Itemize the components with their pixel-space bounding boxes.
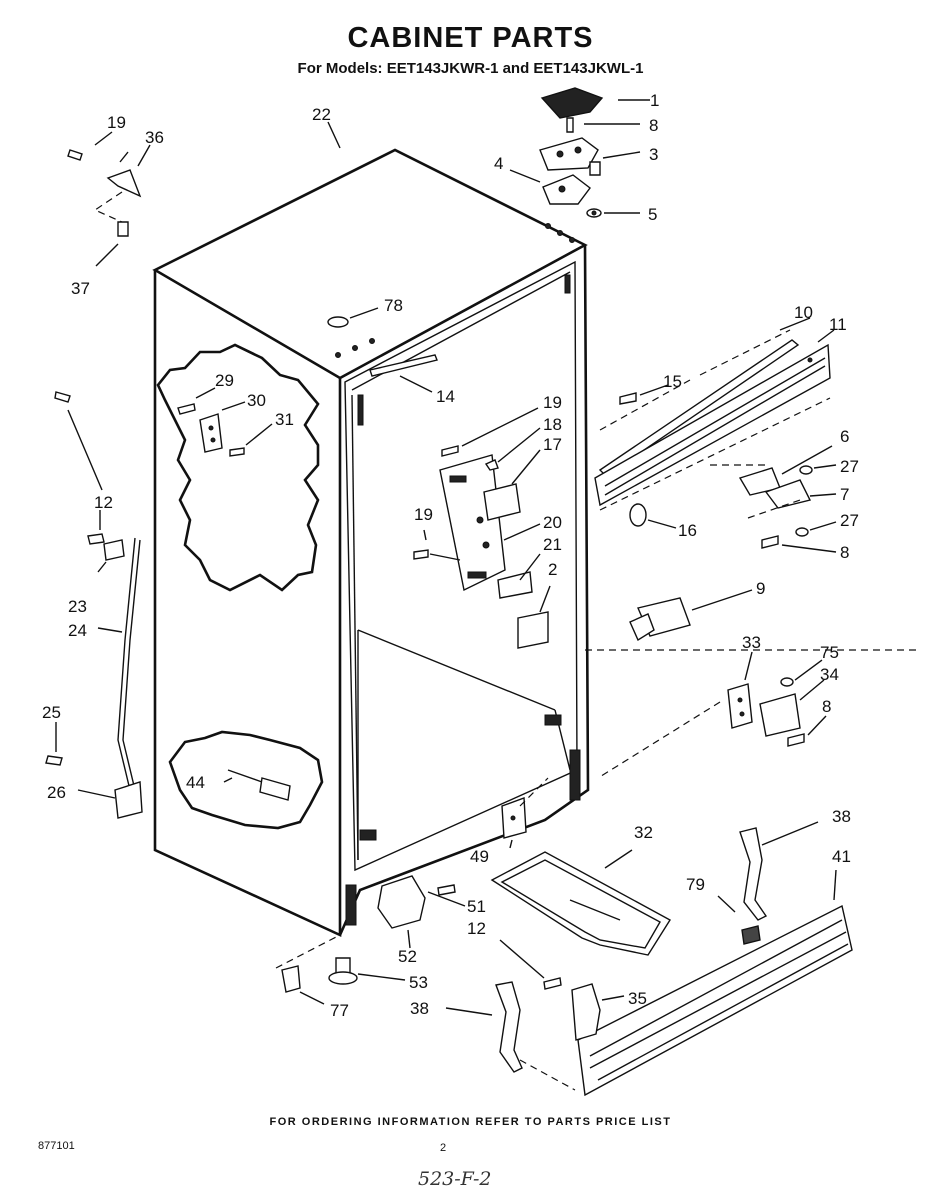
- cabinet-trim: [369, 354, 438, 377]
- callout-35: 35: [628, 989, 647, 1008]
- callout-10: 10: [794, 303, 813, 322]
- callout-26: 26: [47, 783, 66, 802]
- callout-18: 18: [543, 415, 562, 434]
- callout-33: 33: [742, 633, 761, 652]
- callout-51: 51: [467, 897, 486, 916]
- callout-1: 1: [650, 91, 659, 110]
- grille-assembly: [445, 821, 853, 1097]
- callout-labels: 1 8 3 4 5 19 36 37 22 78 29 30 31 14 10 …: [42, 91, 859, 1020]
- callout-41: 41: [832, 847, 851, 866]
- centre-bracket-group: [413, 407, 551, 649]
- callout-15: 15: [663, 372, 682, 391]
- callout-12: 12: [94, 493, 113, 512]
- callout-53: 53: [409, 973, 428, 992]
- bottom-front-parts: [275, 777, 549, 1005]
- top-hinge-assembly: [509, 87, 650, 218]
- callout-78: 78: [384, 296, 403, 315]
- ordering-footer-note: FOR ORDERING INFORMATION REFER TO PARTS …: [269, 1116, 672, 1128]
- callout-16: 16: [678, 521, 697, 540]
- callout-75: 75: [820, 643, 839, 662]
- callout-30: 30: [247, 391, 266, 410]
- callout-22: 22: [312, 105, 331, 124]
- top-hinge: [539, 137, 599, 171]
- callout-27: 27: [840, 457, 859, 476]
- handwritten-note: 523-F-2: [418, 1168, 492, 1190]
- drain-bracket-group: [67, 131, 151, 267]
- lock-cylinder: [629, 589, 753, 642]
- callout-4: 4: [494, 154, 503, 173]
- page-number: 2: [440, 1142, 447, 1154]
- callout-37: 37: [71, 279, 90, 298]
- callout-2: 2: [548, 560, 557, 579]
- door-rails: [594, 317, 835, 529]
- page-title: CABINET PARTS: [347, 22, 594, 54]
- callout-14: 14: [436, 387, 455, 406]
- callout-29: 29: [215, 371, 234, 390]
- hinge-screw: [566, 117, 574, 133]
- toe-grille: [577, 904, 853, 1097]
- callout-21: 21: [543, 535, 562, 554]
- model-subtitle: For Models: EET143JKWR-1 and EET143JKWL-…: [297, 60, 644, 77]
- callout-3: 3: [649, 145, 658, 164]
- callout-19: 19: [543, 393, 562, 412]
- callout-11: 11: [829, 315, 847, 334]
- hinge-shim: [542, 174, 591, 205]
- callout-8: 8: [822, 697, 831, 716]
- hinge-cover-cap: [540, 87, 604, 119]
- drain-pan: [490, 849, 671, 956]
- callout-36: 36: [145, 128, 164, 147]
- callout-12: 12: [467, 919, 486, 938]
- callout-9: 9: [756, 579, 765, 598]
- cutaway-connector: [223, 769, 291, 801]
- callout-38: 38: [410, 999, 429, 1018]
- callout-8: 8: [649, 116, 658, 135]
- door-bumper: [629, 503, 647, 527]
- callout-24: 24: [68, 621, 87, 640]
- callout-27: 27: [840, 511, 859, 530]
- callout-23: 23: [68, 597, 87, 616]
- middle-hinge-assembly: [710, 445, 837, 553]
- callout-79: 79: [686, 875, 705, 894]
- cabinet-body: [152, 148, 920, 938]
- callout-25: 25: [42, 703, 61, 722]
- callout-20: 20: [543, 513, 562, 532]
- bottom-hinge-assembly: [597, 651, 827, 779]
- callout-31: 31: [275, 410, 294, 429]
- callout-6: 6: [840, 427, 849, 446]
- insulation-cutaway-upper: [156, 343, 320, 592]
- power-cord-group: [45, 391, 143, 819]
- callout-5: 5: [648, 205, 657, 224]
- plug-button: [327, 307, 379, 328]
- callout-17: 17: [543, 435, 562, 454]
- callout-19: 19: [414, 505, 433, 524]
- callout-19: 19: [107, 113, 126, 132]
- callout-77: 77: [330, 1001, 349, 1020]
- callout-32: 32: [634, 823, 653, 842]
- document-number: 877101: [38, 1140, 75, 1152]
- callout-7: 7: [840, 485, 849, 504]
- callout-52: 52: [398, 947, 417, 966]
- callout-44: 44: [186, 773, 205, 792]
- callout-34: 34: [820, 665, 839, 684]
- cutaway-bracket-group: [177, 387, 273, 457]
- callout-8: 8: [840, 543, 849, 562]
- callout-38: 38: [832, 807, 851, 826]
- callout-49: 49: [470, 847, 489, 866]
- insulation-cutaway-lower: [168, 730, 324, 830]
